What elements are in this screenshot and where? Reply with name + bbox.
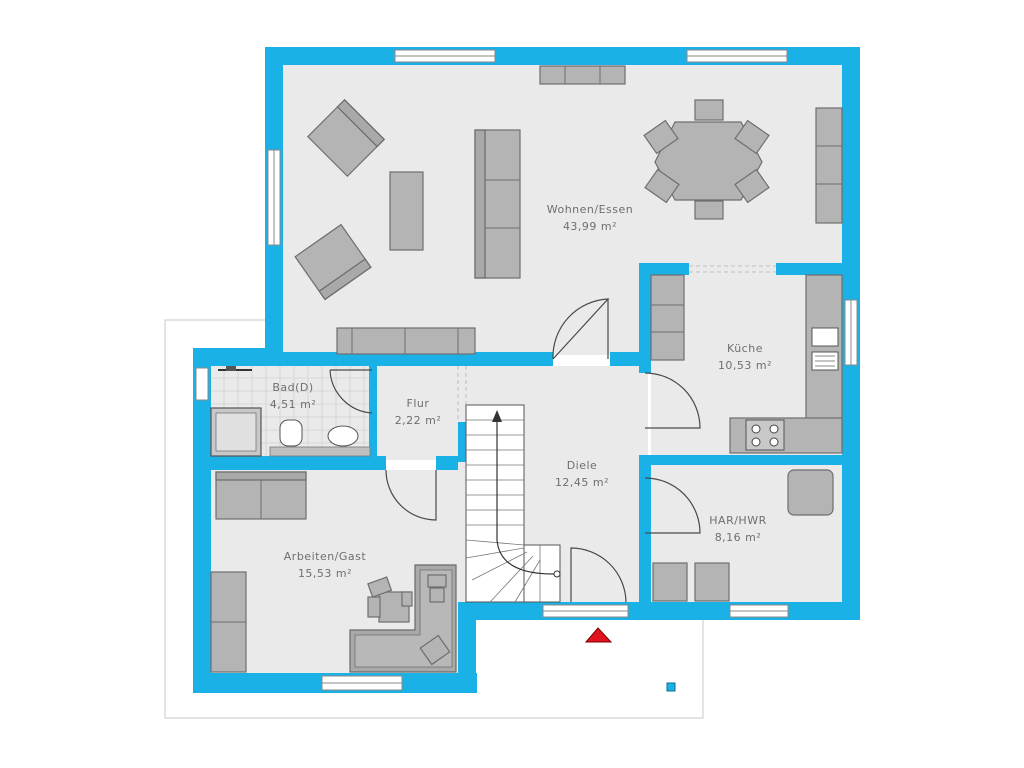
room-name: Wohnen/Essen xyxy=(547,203,634,216)
room-name: HAR/HWR xyxy=(709,514,766,527)
room-area: 2,22 m² xyxy=(395,414,442,427)
utility-furniture xyxy=(652,469,834,602)
room-name: Bad(D) xyxy=(272,381,313,394)
room-area: 10,53 m² xyxy=(718,359,772,372)
interior-walls xyxy=(211,263,842,605)
doors xyxy=(329,298,701,603)
room-label-bad: Bad(D) 4,51 m² xyxy=(270,381,317,411)
room-label-kueche: Küche 10,53 m² xyxy=(718,342,772,372)
room-area: 15,53 m² xyxy=(298,567,352,580)
room-name: Arbeiten/Gast xyxy=(284,550,367,563)
entrance-arrow-icon xyxy=(584,627,613,643)
office-furniture xyxy=(210,471,457,673)
bath-furniture xyxy=(210,366,371,457)
windows xyxy=(195,49,858,691)
room-name: Flur xyxy=(407,397,430,410)
room-label-diele: Diele 12,45 m² xyxy=(555,459,609,489)
staircase xyxy=(465,404,561,603)
room-area: 43,99 m² xyxy=(563,220,617,233)
room-label-har: HAR/HWR 8,16 m² xyxy=(709,514,766,544)
openings xyxy=(457,265,776,422)
kitchen-furniture xyxy=(650,274,843,454)
room-name: Diele xyxy=(567,459,598,472)
room-area: 4,51 m² xyxy=(270,398,317,411)
room-label-flur: Flur 2,22 m² xyxy=(395,397,442,427)
corner-marker xyxy=(666,682,676,692)
room-label-arbeiten: Arbeiten/Gast 15,53 m² xyxy=(284,550,367,580)
living-furniture xyxy=(294,65,843,355)
room-area: 12,45 m² xyxy=(555,476,609,489)
room-label-wohnen: Wohnen/Essen 43,99 m² xyxy=(547,203,634,233)
room-name: Küche xyxy=(727,342,763,355)
room-area: 8,16 m² xyxy=(715,531,762,544)
